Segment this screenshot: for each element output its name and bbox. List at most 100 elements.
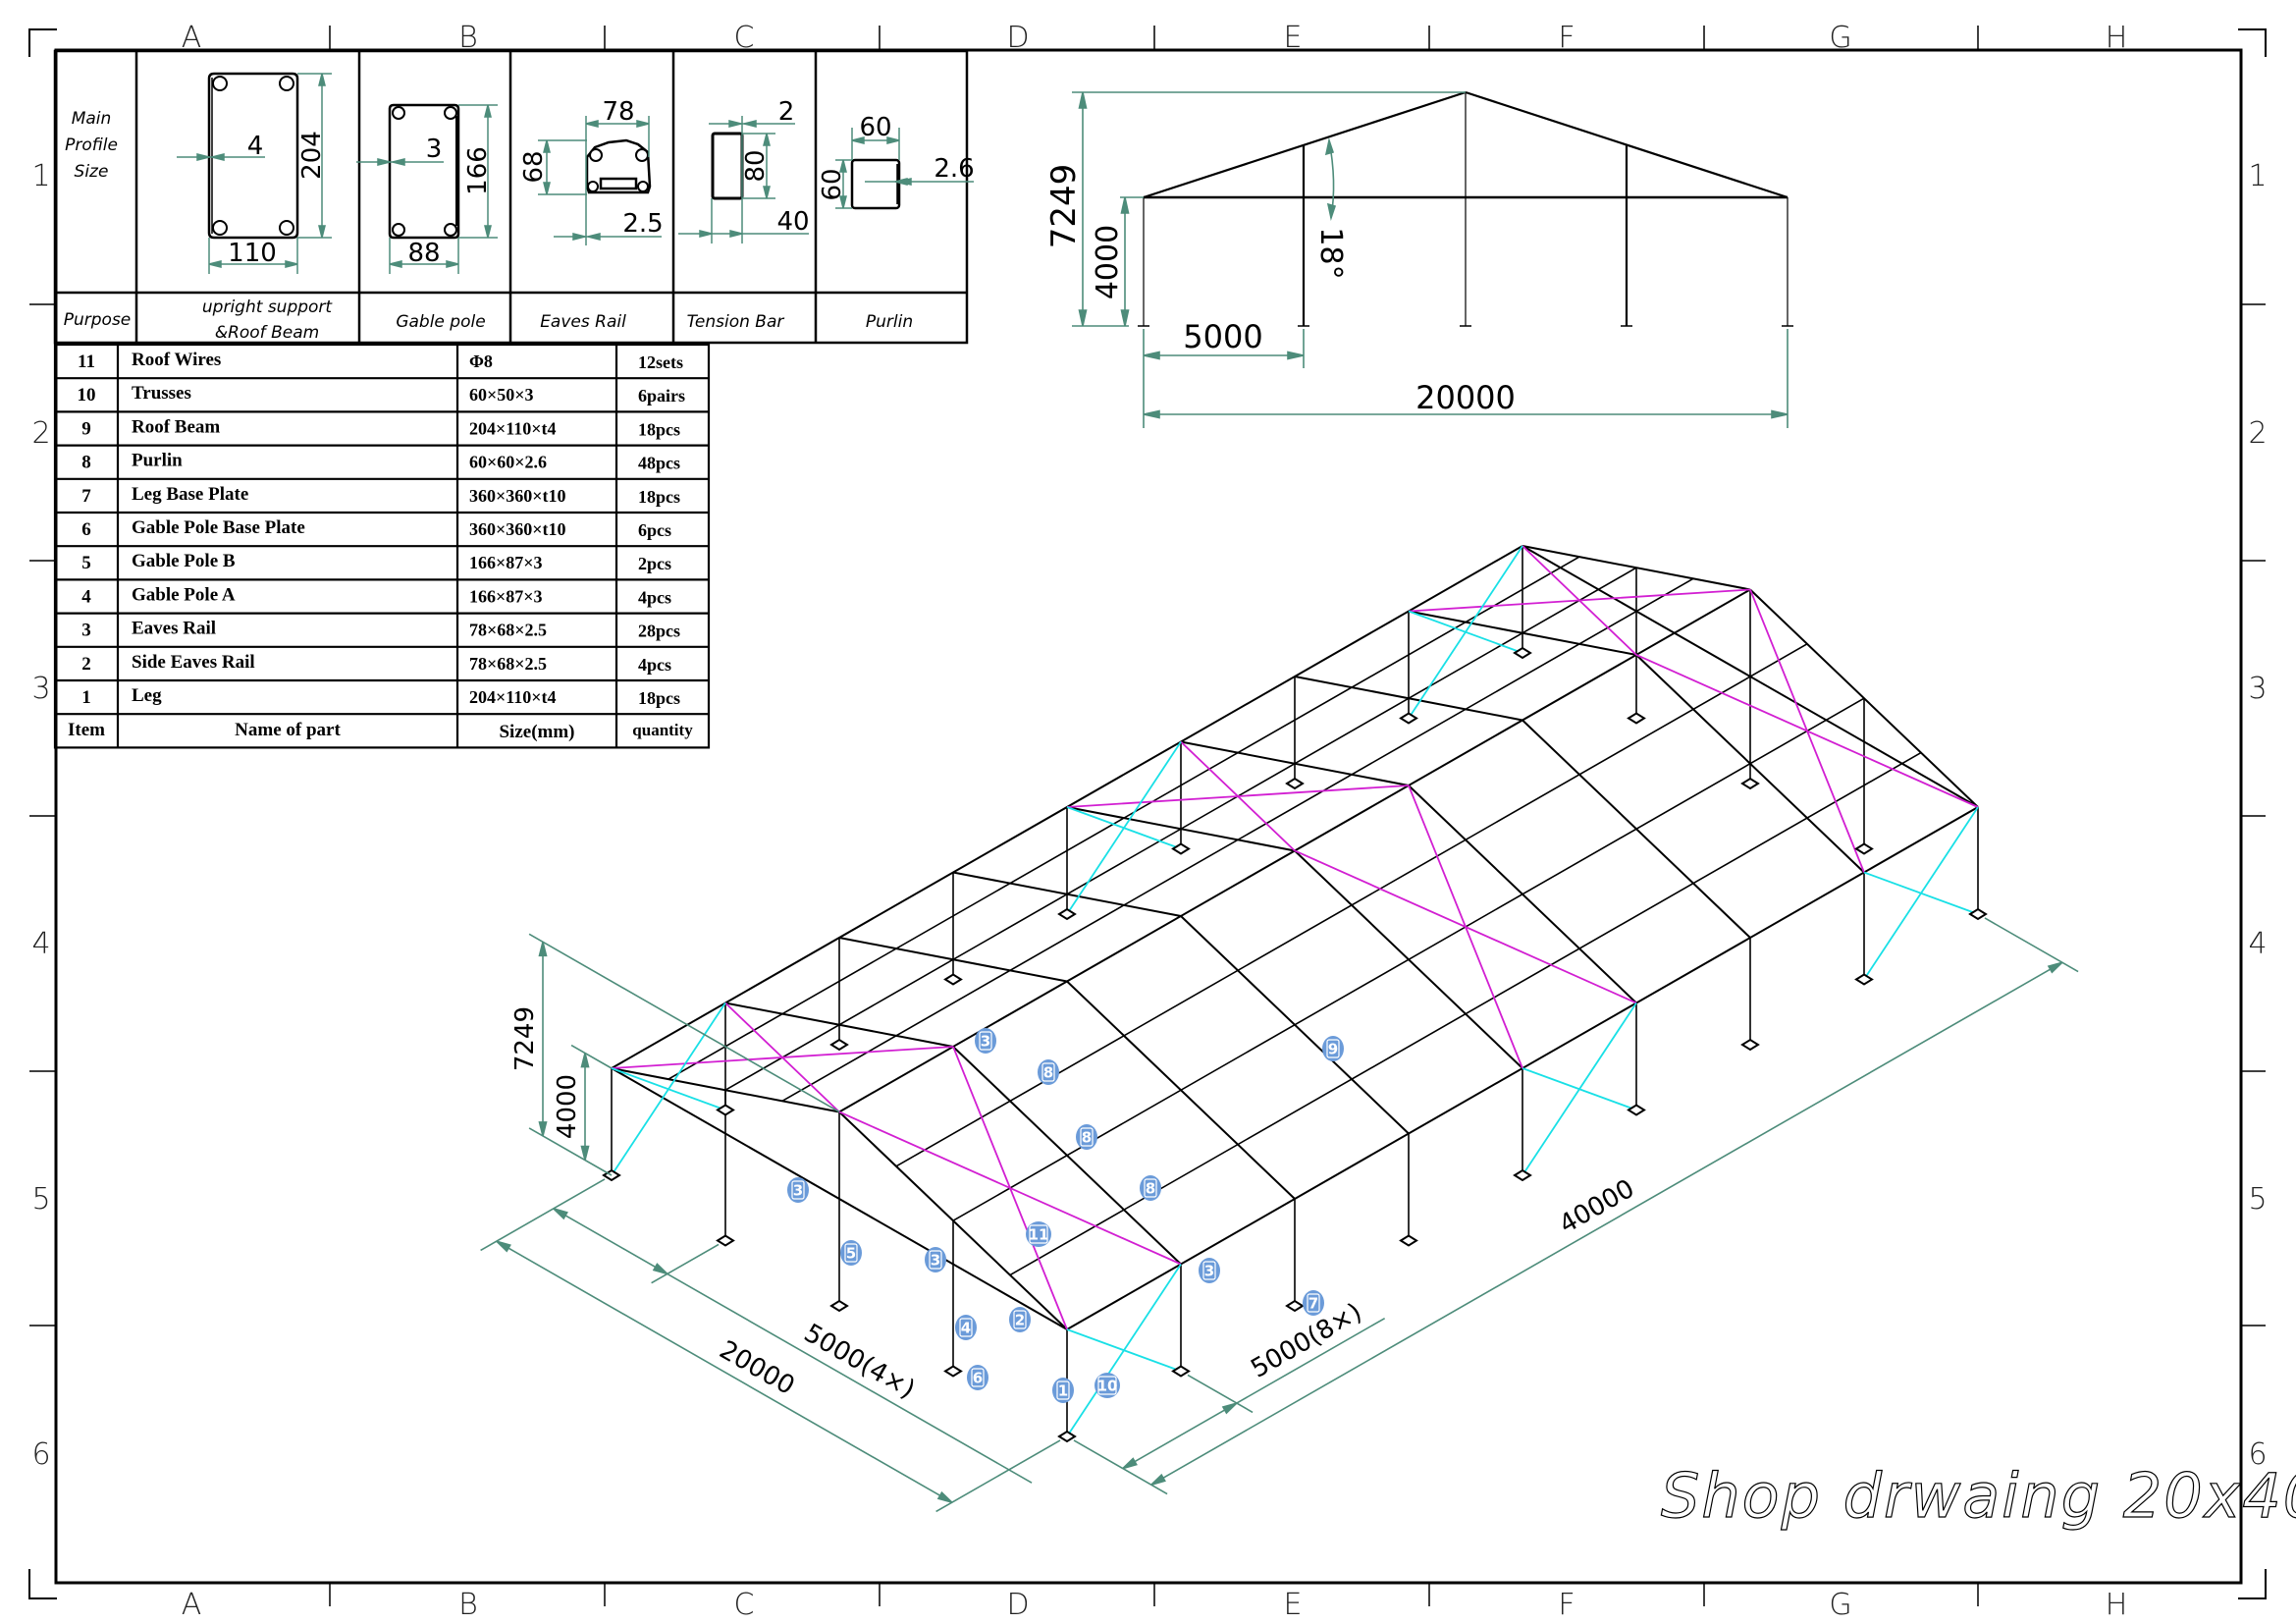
- part-name: Roof Beam: [132, 416, 220, 437]
- gable-pole-profile-drawing: 3 166 88: [356, 103, 498, 274]
- base-plate-icon: [716, 1234, 735, 1247]
- base-plate-icon: [1627, 1104, 1646, 1116]
- eaves-profile-width: 78: [602, 97, 634, 127]
- grid-col-label-top: F: [1558, 21, 1575, 55]
- main-profile-thickness: 4: [247, 132, 264, 161]
- main-profile-drawing: 4 204 110: [177, 72, 332, 274]
- eaves-profile-purpose: Eaves Rail: [540, 312, 626, 332]
- purlin-profile-purpose: Purlin: [866, 312, 913, 332]
- part-name: Trusses: [132, 383, 191, 404]
- part-quantity: 4pcs: [638, 587, 671, 607]
- eaves-profile-height: 68: [519, 150, 549, 183]
- callout-label: 5: [846, 1245, 856, 1263]
- grid-row-label-left: 1: [31, 159, 50, 193]
- main-profile-height: 204: [297, 131, 327, 180]
- part-item-number: 5: [81, 553, 91, 573]
- grid-col-label-bottom: C: [734, 1588, 755, 1622]
- elevation-ridge-height: 7249: [1044, 164, 1084, 249]
- part-quantity: 18pcs: [638, 487, 680, 507]
- grid-col-label-top: H: [2106, 21, 2128, 55]
- part-callout-bubble: 9: [1322, 1036, 1344, 1061]
- callout-label: 4: [961, 1320, 971, 1337]
- part-quantity: 18pcs: [638, 419, 680, 439]
- grid-row-label-left: 2: [31, 416, 50, 451]
- grid-col-label-top: C: [734, 21, 755, 55]
- part-callout-bubble: 3: [975, 1028, 996, 1054]
- grid-col-label-top: E: [1284, 21, 1303, 55]
- part-size: 360×360×t10: [469, 519, 566, 539]
- part-item-number: 3: [81, 621, 91, 641]
- base-plate-icon: [1854, 842, 1874, 855]
- purpose-header: Purpose: [64, 310, 132, 330]
- part-size: 78×68×2.5: [469, 621, 547, 640]
- grid-col-label-bottom: H: [2106, 1588, 2128, 1622]
- base-plate-icon: [1285, 777, 1305, 790]
- header-quantity: quantity: [632, 721, 693, 739]
- grid-col-label-top: D: [1006, 21, 1029, 55]
- base-plate-icon: [1057, 1430, 1077, 1443]
- purlin-profile-width: 60: [859, 113, 891, 142]
- part-item-number: 6: [81, 519, 91, 540]
- callout-label: 3: [793, 1182, 803, 1200]
- elevation-view: 7249 4000 5000 20000 18°: [1044, 90, 1793, 428]
- part-quantity: 18pcs: [638, 688, 680, 708]
- base-plate-icon: [1285, 1299, 1305, 1313]
- tension-profile-thickness: 2: [778, 97, 795, 127]
- part-item-number: 7: [81, 486, 91, 507]
- grid-row-label-right: 2: [2248, 416, 2267, 451]
- part-callout-bubble: 6: [967, 1365, 988, 1390]
- elevation-span: 20000: [1415, 379, 1516, 416]
- callout-label: 1: [1058, 1382, 1068, 1400]
- profile-size-header-line2: Profile: [65, 135, 118, 155]
- eaves-profile-thickness: 2.5: [622, 209, 663, 239]
- part-name: Side Eaves Rail: [132, 652, 255, 673]
- drawing-border: [28, 26, 2267, 1606]
- base-plate-icon: [943, 1365, 963, 1378]
- part-size: 166×87×3: [469, 586, 543, 606]
- base-plate-icon: [1968, 907, 1988, 921]
- part-quantity: 48pcs: [638, 454, 680, 473]
- base-plate-icon: [1740, 1038, 1760, 1052]
- part-size: 78×68×2.5: [469, 654, 547, 674]
- part-name: Purlin: [132, 451, 183, 471]
- part-name: Leg Base Plate: [132, 484, 248, 505]
- part-item-number: 1: [81, 687, 91, 708]
- gable-profile-purpose: Gable pole: [396, 312, 485, 332]
- base-plate-icon: [1399, 712, 1418, 725]
- base-plate-icon: [1740, 777, 1760, 790]
- part-item-number: 4: [81, 586, 91, 607]
- elevation-spacing: 5000: [1183, 318, 1262, 355]
- part-size: 166×87×3: [469, 553, 543, 572]
- part-callout-bubble: 11: [1026, 1221, 1051, 1247]
- callout-label: 9: [1328, 1041, 1338, 1058]
- callout-label: 8: [1082, 1129, 1092, 1147]
- elevation-pitch: 18°: [1313, 227, 1348, 279]
- base-plate-icon: [829, 1299, 849, 1313]
- part-quantity: 28pcs: [638, 622, 680, 641]
- part-callout-bubble: 2: [1009, 1307, 1031, 1332]
- part-callout-bubble: 8: [1038, 1059, 1059, 1085]
- grid-row-label-right: 1: [2248, 159, 2267, 193]
- part-quantity: 12sets: [638, 352, 683, 372]
- grid-row-label-right: 5: [2248, 1182, 2267, 1217]
- callout-label: 8: [1043, 1064, 1053, 1082]
- part-quantity: 6pcs: [638, 520, 671, 540]
- part-callout-bubble: 8: [1076, 1124, 1097, 1150]
- part-item-number: 10: [78, 385, 96, 406]
- part-callout-bubble: 3: [925, 1247, 946, 1272]
- header-item: Item: [68, 720, 105, 740]
- part-quantity: 2pcs: [638, 554, 671, 573]
- callout-label: 10: [1097, 1378, 1118, 1395]
- base-plate-icon: [1171, 1365, 1191, 1378]
- part-size: 360×360×t10: [469, 486, 566, 506]
- header-size: Size(mm): [499, 722, 574, 742]
- part-size: 60×60×2.6: [469, 453, 547, 472]
- part-item-number: 11: [78, 352, 95, 372]
